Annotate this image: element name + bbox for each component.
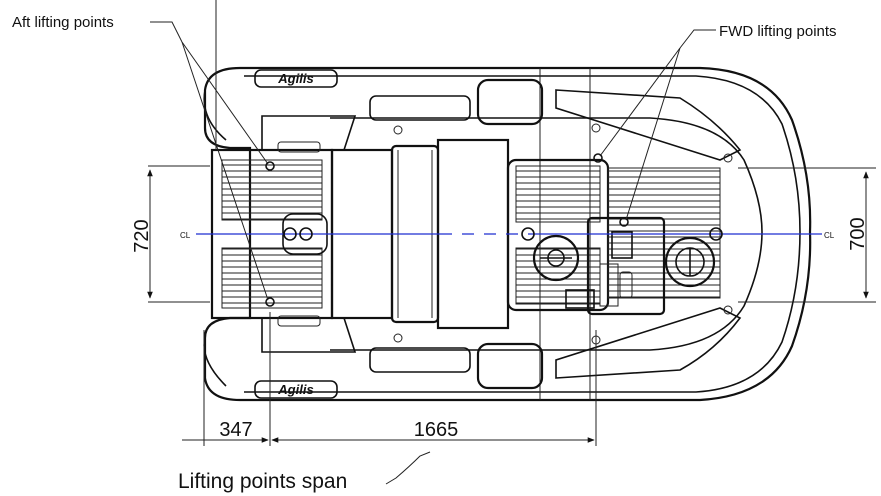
beam-fwd-dimension [738,167,876,303]
beam-fwd-dimension-value: 700 [847,217,869,250]
brand-top-text: Agilis [277,71,313,86]
fuel-cap-icon [664,236,716,288]
fwd-lifting-points-label: FWD lifting points [719,23,837,40]
steering-wheel-icon [532,234,580,282]
aft-lifting-points-label: Aft lifting points [12,14,114,31]
span-dimension-value: 1665 [414,419,459,441]
beam-aft-dimension [147,165,210,303]
aft-offset-dimension-value: 347 [219,419,252,441]
aft-leader-lines [150,0,269,301]
tube-pads [369,78,742,390]
fwd-lifting-point-icon [593,153,629,227]
lifting-points-span-label: Lifting points span [178,470,347,493]
span-dimension [182,312,597,446]
beam-aft-dimension-value: 720 [131,219,153,252]
span-leader [385,451,431,485]
brand-bottom-text: Agilis [277,382,313,397]
centerline [196,227,822,241]
centerline-label-right: CL [824,231,835,240]
brand-plate-bottom: Agilis [254,380,338,399]
centerline-label-left: CL [180,231,191,240]
aft-deck [210,115,357,353]
aft-lifting-point-icon [265,161,275,307]
brand-plate-top: Agilis [254,69,338,88]
fwd-leader-lines [599,29,716,221]
